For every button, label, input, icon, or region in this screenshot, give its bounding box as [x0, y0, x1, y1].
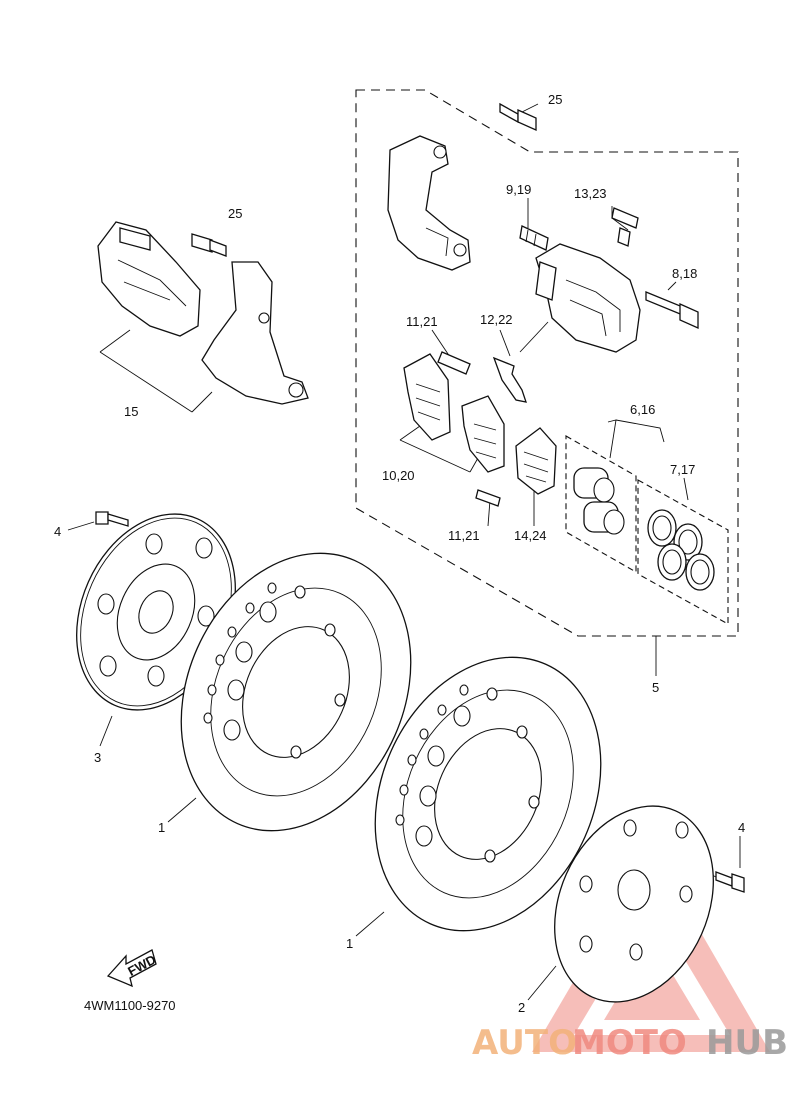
- bolt-25-top: [499, 102, 537, 132]
- brake-disc-1-lower: [374, 656, 602, 932]
- label-8-18: 8,18: [672, 266, 697, 281]
- label-9-19: 9,19: [506, 182, 531, 197]
- label-2: 2: [518, 1000, 525, 1015]
- label-6-16: 6,16: [630, 402, 655, 417]
- label-11-21-upper: 11,21: [406, 314, 438, 329]
- bolt-4-right: [715, 871, 745, 893]
- pin-9-19: [519, 225, 549, 251]
- watermark-hub: HUB: [706, 1023, 788, 1063]
- watermark-text: AUTO MOTO HUB: [472, 1023, 788, 1063]
- hub-flange-2: [554, 805, 714, 1003]
- pad-spring-12-22: [492, 356, 527, 403]
- label-25-top: 25: [548, 92, 562, 107]
- pad-clip-11-21-lower: [475, 489, 501, 507]
- caliper-body: [535, 243, 641, 353]
- label-15: 15: [124, 404, 138, 419]
- label-14-24: 14,24: [514, 528, 547, 543]
- label-4-right: 4: [738, 820, 745, 835]
- label-10-20: 10,20: [382, 468, 415, 483]
- diagram-code: 4WM1100-9270: [84, 998, 176, 1013]
- watermark-moto: MOTO: [572, 1023, 687, 1063]
- brake-pads-10-20: [403, 353, 505, 473]
- caliper-bracket: [387, 135, 471, 271]
- fwd-label: FWD: [125, 952, 158, 979]
- bleeder-13-23: [611, 207, 639, 247]
- label-11-21-lower: 11,21: [448, 528, 480, 543]
- watermark-auto: AUTO: [472, 1023, 577, 1063]
- label-3: 3: [94, 750, 101, 765]
- bolt-8-18: [645, 291, 699, 330]
- caliper-assembly-15: [97, 221, 309, 405]
- label-13-23: 13,23: [574, 186, 607, 201]
- pistons-6-16: [573, 467, 625, 535]
- fwd-arrow-icon: FWD: [106, 949, 158, 988]
- label-1-upper: 1: [158, 820, 165, 835]
- callout-labels: 25 25 9,19 13,23 8,18 11,21 12,22 15 6,1…: [54, 92, 745, 1015]
- label-1-lower: 1: [346, 936, 353, 951]
- seal-box: [637, 479, 729, 625]
- label-25-left: 25: [228, 206, 242, 221]
- label-4-left: 4: [54, 524, 61, 539]
- bolt-4-left: [95, 511, 129, 527]
- piston-box: [565, 435, 637, 573]
- label-7-17: 7,17: [670, 462, 695, 477]
- label-12-22: 12,22: [480, 312, 513, 327]
- pad-shim-14-24: [515, 427, 557, 495]
- label-5: 5: [652, 680, 659, 695]
- pad-clip-11-21-upper: [437, 351, 471, 375]
- brake-disc-1-upper: [180, 552, 412, 832]
- seals-7-17: [647, 509, 715, 591]
